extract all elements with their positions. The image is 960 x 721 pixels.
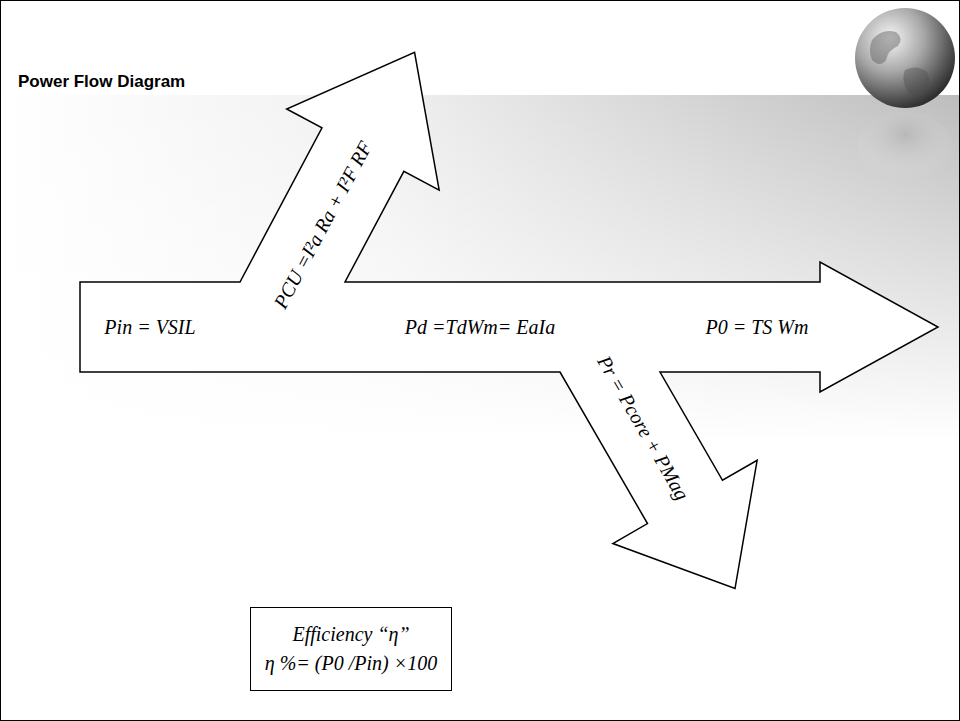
grey-band — [0, 95, 960, 721]
globe — [855, 8, 955, 108]
input-power: Pin = VSIL — [104, 316, 195, 339]
output-power: P0 = TS Wm — [706, 316, 809, 339]
band-fade — [0, 95, 960, 721]
slide-title: Power Flow Diagram — [18, 72, 185, 92]
efficiency-heading: Efficiency “η” — [292, 623, 409, 646]
efficiency-formula: η %= (P0 /Pin) ×100 — [265, 652, 437, 675]
formula-box: Efficiency “η” η %= (P0 /Pin) ×100 — [250, 607, 452, 691]
arrow-shape — [80, 52, 938, 588]
developed-power: Pd =TdWm= EaIa — [405, 316, 555, 339]
globe-land — [870, 31, 901, 64]
power-flow-arrow: Pin = VSILPd =TdWm= EaIaP0 = TS WmPCU =I… — [76, 40, 944, 600]
globe-reflection — [857, 112, 953, 188]
globe-land — [903, 67, 929, 96]
